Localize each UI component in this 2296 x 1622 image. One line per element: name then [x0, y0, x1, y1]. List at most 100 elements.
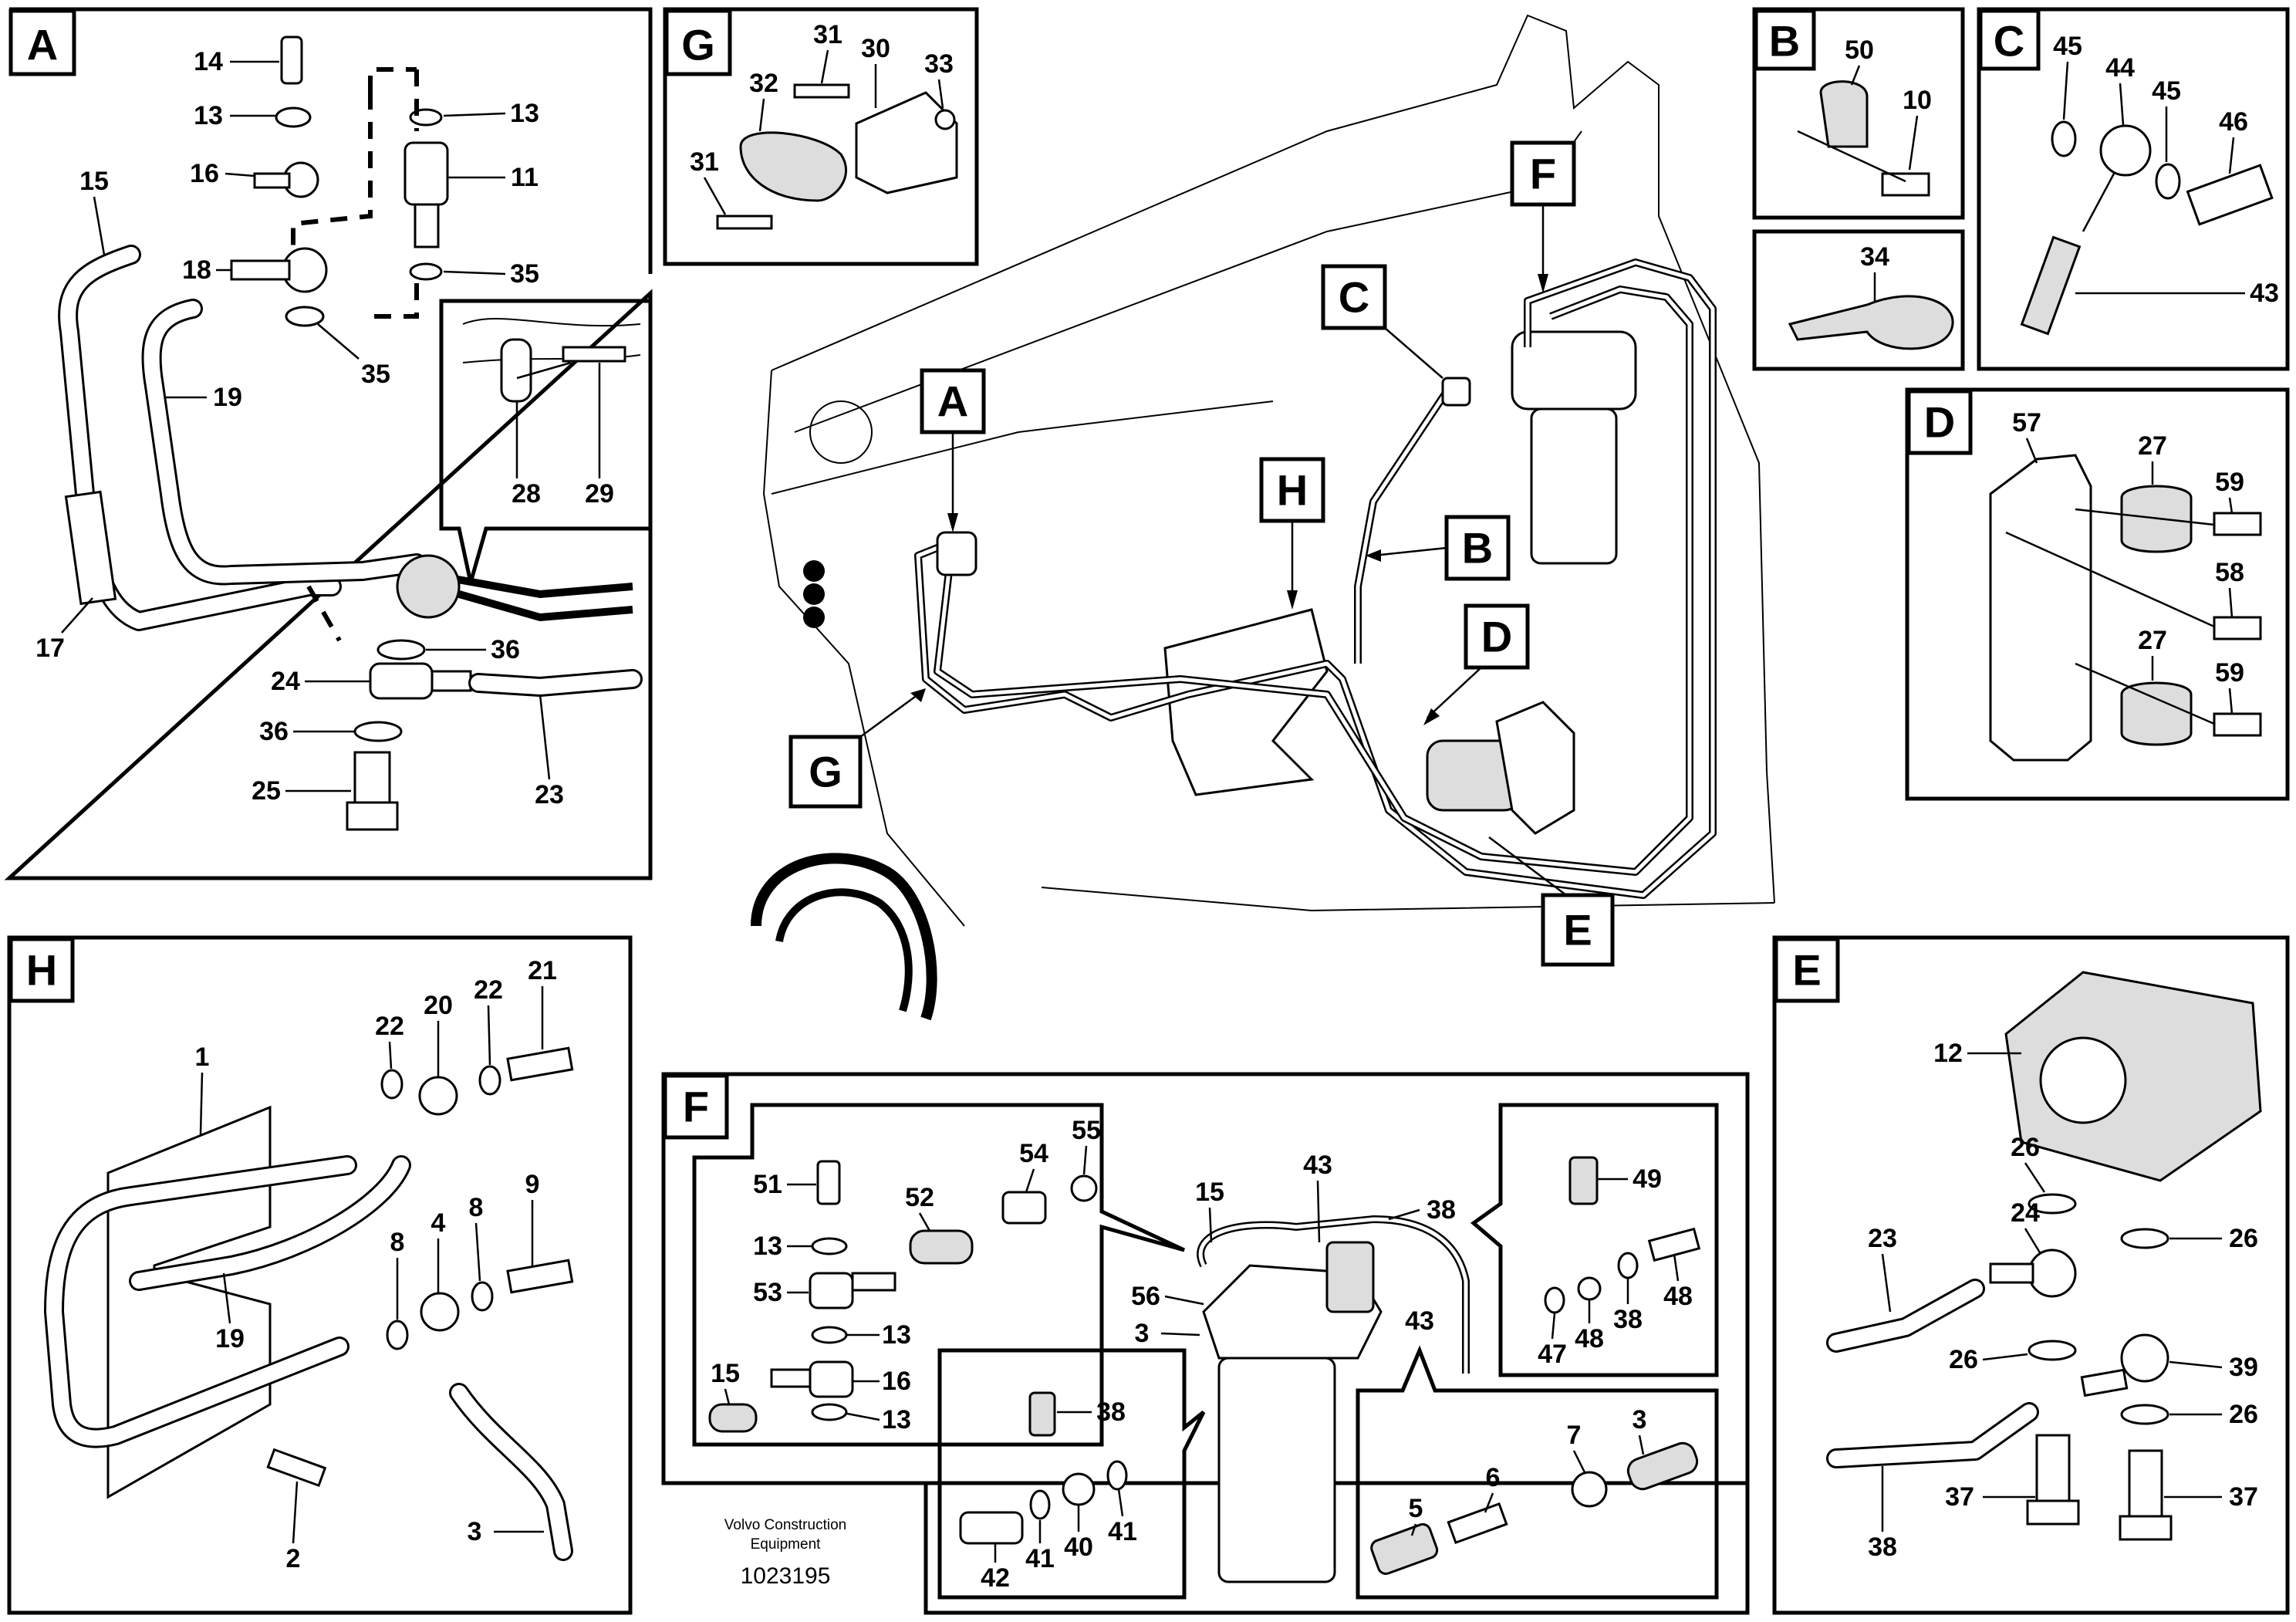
banjo-4: [420, 1292, 460, 1332]
callout: 32: [749, 69, 778, 98]
callout: 29: [585, 479, 614, 509]
callout: 43: [2250, 279, 2279, 308]
inset-f-right: [1470, 1103, 1719, 1377]
callout: 26: [1949, 1345, 1978, 1374]
filter-f: [1217, 1357, 1336, 1583]
callout: 24: [271, 667, 300, 696]
callout: 48: [1575, 1324, 1604, 1353]
washer-13: [275, 106, 312, 128]
cable-tie-34: [1788, 295, 1954, 350]
callout: 38: [1427, 1195, 1456, 1225]
overview-tag-d: D: [1481, 613, 1512, 661]
washer-8b: [471, 1281, 494, 1312]
washer-45a: [2051, 120, 2077, 157]
panel-d-frame: [1905, 387, 2290, 801]
callout: 58: [2215, 558, 2244, 587]
inset-f-lower: [937, 1348, 1206, 1600]
callout: 19: [215, 1324, 245, 1353]
callout: 22: [375, 1012, 404, 1041]
callout: 9: [525, 1170, 540, 1199]
callout: 39: [2229, 1353, 2258, 1382]
flywheel: [751, 853, 937, 1021]
callout: 59: [2215, 658, 2244, 688]
washer-26c: [2028, 1340, 2077, 1361]
callout: 13: [194, 101, 223, 130]
callout: 14: [194, 47, 223, 76]
bolt-2: [266, 1448, 327, 1488]
callout: 15: [711, 1359, 740, 1388]
callout: 22: [474, 975, 503, 1005]
footer: Volvo Construction Equipment 1023195: [724, 1517, 846, 1589]
callout: 47: [1538, 1340, 1567, 1369]
overview-tag-a: A: [937, 377, 968, 426]
callout: 26: [2229, 1400, 2258, 1429]
panel-h: H 1 22 20 22 21 19 8 4 8 9: [7, 935, 633, 1615]
callout: 57: [2012, 408, 2041, 438]
plate-57: [1989, 454, 2092, 762]
brand-line-2: Equipment: [751, 1536, 822, 1553]
bolt-14: [280, 35, 303, 85]
callout: 6: [1486, 1463, 1501, 1492]
callout: 16: [190, 159, 219, 188]
panel-g-frame: [663, 7, 979, 266]
callout: 43: [1405, 1306, 1434, 1336]
callout: 55: [1072, 1116, 1101, 1145]
callout: 31: [690, 147, 719, 177]
callout: 15: [79, 167, 109, 196]
washer-35a: [285, 306, 325, 327]
brand-line-1: Volvo Construction: [724, 1517, 846, 1533]
callout: 31: [813, 20, 842, 49]
panel-f-tag: F: [683, 1083, 709, 1131]
panel-a-tag-box: [8, 8, 76, 76]
panel-f: F 51 13 53 13 15 16 13 52 54 55: [661, 1072, 1750, 1615]
banjo-24: [369, 662, 434, 700]
overview-tag-f: F: [1530, 150, 1556, 198]
panel-d-tag: D: [1924, 398, 1955, 447]
washer-36b: [353, 721, 403, 742]
callout: 48: [1663, 1282, 1693, 1311]
bolt-37a: [2035, 1434, 2071, 1514]
callout: 3: [1135, 1319, 1150, 1348]
washer-45b: [2155, 163, 2181, 200]
pump-12: [2004, 971, 2262, 1182]
callout: 21: [528, 956, 557, 985]
callout: 1: [195, 1042, 210, 1072]
bolt-10: [1881, 172, 1930, 197]
banjo-39: [2120, 1333, 2169, 1383]
panel-c-frame: [1977, 7, 2290, 371]
callout: 26: [2229, 1224, 2258, 1253]
panel-c-tag: C: [1994, 17, 2024, 66]
panel-c: C 45 44 45 46 43: [1977, 7, 2290, 371]
bolt-58: [2213, 616, 2262, 640]
panel-g: G 31 30 33 32 31: [663, 7, 979, 266]
callout: 38: [1868, 1532, 1897, 1562]
overview-tag-g: G: [809, 748, 842, 796]
fuel-pipe-c: [1354, 384, 1454, 664]
callout: 40: [1064, 1532, 1093, 1562]
callout: 49: [1633, 1164, 1662, 1194]
callout: 3: [468, 1517, 482, 1546]
callout: 50: [1845, 35, 1874, 65]
callout: 42: [981, 1563, 1010, 1593]
panel-b-tag: B: [1769, 17, 1800, 66]
panel-d: D 57 27 59 58 27 59: [1905, 387, 2290, 801]
washer-36a: [376, 639, 426, 661]
callout: 36: [491, 635, 520, 664]
callout: 19: [213, 383, 242, 412]
callout: 44: [2105, 53, 2135, 83]
bolt-31b: [716, 215, 773, 230]
pipe-bracket: [1163, 608, 1329, 796]
panel-h-frame: [7, 935, 633, 1615]
callout: 38: [1096, 1397, 1126, 1427]
drawing-id: 1023195: [741, 1563, 831, 1589]
inset-f-left: [692, 1103, 1186, 1447]
hose-19: [141, 299, 427, 586]
callout: 17: [35, 634, 65, 663]
panel-g-tag-box: [664, 8, 732, 76]
bolt-59b: [2213, 712, 2262, 737]
callout: 51: [753, 1170, 782, 1199]
overview-tag-b: B: [1462, 524, 1493, 573]
callout: 10: [1903, 86, 1932, 115]
callout: 38: [1613, 1305, 1643, 1334]
